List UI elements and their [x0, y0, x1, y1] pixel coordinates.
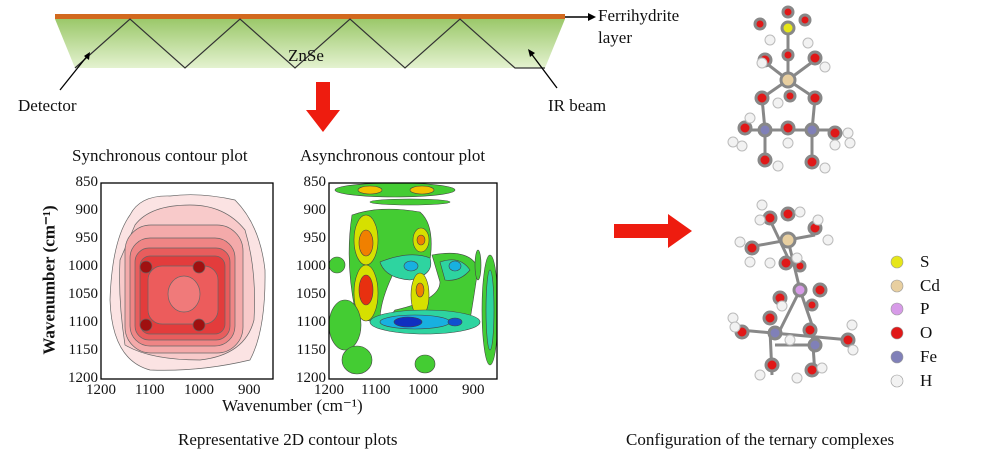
async-plot-title: Asynchronous contour plot	[300, 146, 486, 165]
y-tick: 950	[75, 230, 99, 246]
complex-caption: Configuration of the ternary complexes	[626, 430, 895, 449]
y-tick: 1050	[296, 286, 326, 302]
sync-plot-title: Synchronous contour plot	[72, 146, 248, 165]
y-tick: 1150	[68, 342, 98, 358]
y-tick: 900	[303, 202, 327, 218]
x-tick: 1200	[86, 382, 116, 398]
y-tick: 1000	[68, 258, 98, 274]
y-tick: 950	[303, 230, 327, 246]
x-tick: 1100	[361, 382, 391, 398]
znse-label: ZnSe	[288, 46, 324, 65]
ferrihydrite-label: Ferrihydrite	[598, 6, 680, 25]
contour-caption: Representative 2D contour plots	[178, 430, 398, 449]
arrow-icon	[588, 13, 596, 21]
legend-label-cd: Cd	[920, 276, 940, 295]
ferrihydrite-label-2: layer	[598, 28, 632, 47]
y-tick: 1050	[68, 286, 98, 302]
x-tick: 900	[462, 382, 485, 398]
legend-label-fe: Fe	[920, 347, 937, 366]
detector-label: Detector	[18, 96, 77, 115]
right-arrow-icon	[614, 214, 692, 248]
ternary-complex-1	[727, 5, 856, 174]
ir-beam-label: IR beam	[548, 96, 607, 115]
synchronous-contour-plot	[100, 182, 274, 380]
y-tick: 1100	[68, 314, 98, 330]
y-tick: 1200	[296, 370, 326, 386]
legend-label-p: P	[920, 299, 930, 318]
x-tick: 1100	[135, 382, 165, 398]
y-tick: 1100	[296, 314, 326, 330]
ferrihydrite-layer	[55, 14, 565, 19]
legend-label-o: O	[920, 323, 933, 342]
x-tick: 1200	[314, 382, 344, 398]
y-tick: 1200	[68, 370, 98, 386]
y-tick: 900	[75, 202, 99, 218]
x-axis-label: Wavenumber (cm⁻¹)	[222, 396, 363, 415]
legend-label-s: S	[920, 252, 930, 271]
ir-beam-path	[74, 18, 545, 69]
x-tick: 900	[238, 382, 261, 398]
legend-markers	[890, 255, 904, 388]
x-tick: 1000	[184, 382, 214, 398]
ternary-complex-2	[727, 199, 859, 384]
y-tick: 1150	[296, 342, 326, 358]
atr-crystal	[55, 13, 596, 91]
x-tick: 1000	[408, 382, 438, 398]
down-arrow-icon	[306, 82, 340, 132]
y-axis-label: Wavenumber (cm⁻¹)	[39, 205, 59, 355]
asynchronous-contour-plot	[328, 182, 498, 380]
y-tick: 1000	[296, 258, 326, 274]
y-tick: 850	[303, 174, 327, 190]
y-tick: 850	[75, 174, 99, 190]
legend-label-h: H	[920, 371, 933, 390]
